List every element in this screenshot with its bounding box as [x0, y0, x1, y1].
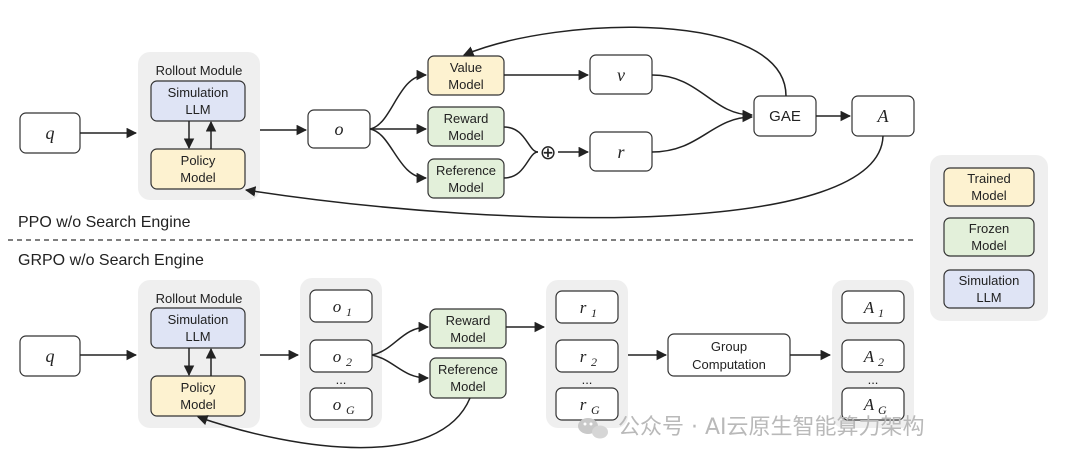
grpo-arrow-o2-reward	[371, 321, 430, 356]
grpo-policy-model-label-2: Model	[180, 397, 216, 412]
legend-simulation-label-1: Simulation	[959, 273, 1020, 288]
ppo-reward-model-label-2: Model	[448, 128, 484, 143]
grpo-rollout-title: Rollout Module	[156, 291, 243, 306]
ppo-query-label: q	[46, 123, 55, 143]
grpo-reference-model-box	[429, 357, 507, 399]
grpo-policy-model-label-1: Policy	[181, 380, 216, 395]
grpo-simulation-llm-label-1: Simulation	[168, 312, 229, 327]
ppo-reference-model-label-1: Reference	[436, 163, 496, 178]
grpo-r2-sub: 2	[591, 355, 597, 369]
grpo-A1-box	[841, 290, 905, 324]
grpo-reward-model-label-2: Model	[450, 330, 486, 345]
ppo-combine-symbol: ⊕	[540, 140, 557, 164]
grpo-o2-label: o	[333, 347, 342, 366]
ppo-simulation-llm-label-2: LLM	[185, 102, 210, 117]
ppo-simulation-llm-label-1: Simulation	[168, 85, 229, 100]
legend-simulation-label-2: LLM	[976, 290, 1001, 305]
ppo-reference-model-label-2: Model	[448, 180, 484, 195]
ppo-gae-label: GAE	[769, 108, 801, 125]
grpo-r1-sub: 1	[591, 306, 597, 320]
grpo-reward-model-box	[429, 308, 507, 349]
grpo-query-box	[19, 335, 81, 377]
legend-frozen-label-2: Model	[971, 238, 1007, 253]
grpo-r1-box	[555, 290, 619, 324]
ppo-arrow-reference-plus	[503, 151, 539, 179]
watermark-text: 公众号 · AI云原生智能算力架构	[618, 415, 925, 440]
grpo-r2-box	[555, 339, 619, 373]
ppo-policy-model-label-2: Model	[180, 170, 216, 185]
ppo-arrow-v-gae	[651, 74, 754, 121]
legend-frozen-label-1: Frozen	[969, 221, 1009, 236]
wechat-icon	[578, 418, 608, 439]
ppo-arrow-o-reference	[369, 128, 428, 184]
ppo-value-model-label-1: Value	[450, 60, 482, 75]
grpo-section-label: GRPO w/o Search Engine	[18, 252, 204, 269]
grpo-group-computation-label-1: Group	[711, 339, 747, 354]
ppo-arrow-r-gae	[651, 111, 754, 153]
grpo-rG-label: r	[580, 395, 587, 414]
grpo-AG-label: A	[863, 395, 875, 414]
ppo-rollout-title: Rollout Module	[156, 63, 243, 78]
ppo-arrow-reward-plus	[503, 126, 539, 153]
grpo-arrow-o2-reference	[371, 354, 430, 384]
grpo-arrow-reference-policy-feedback	[197, 397, 471, 449]
grpo-reference-model-label-1: Reference	[438, 362, 498, 377]
ppo-r-label: r	[617, 142, 625, 162]
ppo-v-label: v	[617, 65, 625, 85]
grpo-simulation-llm-box	[150, 307, 246, 349]
grpo-o1-label: o	[333, 297, 342, 316]
legend-trained-label-2: Model	[971, 188, 1007, 203]
grpo-rG-box	[555, 387, 619, 421]
grpo-group-computation-label-2: Computation	[692, 357, 766, 372]
ppo-arrow-gae-value-feedback	[463, 26, 787, 97]
grpo-o1-box	[309, 289, 373, 323]
legend-simulation-box	[943, 269, 1035, 309]
grpo-A1-sub: 1	[878, 306, 884, 320]
grpo-A1-label: A	[863, 298, 875, 317]
grpo-oG-sub: G	[346, 403, 355, 417]
grpo-outputs-ellipsis: ...	[336, 372, 347, 387]
grpo-oG-label: o	[333, 395, 342, 414]
grpo-advantages-ellipsis: ...	[868, 372, 879, 387]
grpo-AG-box	[841, 387, 905, 421]
legend-trained-label-1: Trained	[967, 171, 1011, 186]
ppo-section-label: PPO w/o Search Engine	[18, 214, 191, 231]
ppo-policy-model-box	[150, 148, 246, 190]
ppo-advantage-label: A	[877, 106, 890, 126]
grpo-reference-model-label-2: Model	[450, 379, 486, 394]
grpo-query-label: q	[46, 346, 55, 366]
ppo-simulation-llm-box	[150, 80, 246, 122]
ppo-arrow-o-value	[369, 69, 428, 130]
ppo-arrow-a-policy-feedback	[244, 135, 884, 219]
grpo-o2-box	[309, 339, 373, 373]
grpo-o2-sub: 2	[346, 355, 352, 369]
grpo-AG-sub: G	[878, 403, 887, 417]
grpo-r1-label: r	[580, 298, 587, 317]
ppo-policy-model-label-1: Policy	[181, 153, 216, 168]
grpo-oG-box	[309, 387, 373, 421]
grpo-r2-label: r	[580, 347, 587, 366]
grpo-rewards-ellipsis: ...	[582, 372, 593, 387]
legend-frozen-box	[943, 217, 1035, 257]
grpo-A2-box	[841, 339, 905, 373]
ppo-reward-model-label-1: Reward	[444, 111, 489, 126]
ppo-output-label: o	[335, 119, 344, 139]
grpo-A2-label: A	[863, 347, 875, 366]
ppo-value-model-label-2: Model	[448, 77, 484, 92]
grpo-o1-sub: 1	[346, 305, 352, 319]
legend-trained-box	[943, 167, 1035, 207]
grpo-simulation-llm-label-2: LLM	[185, 329, 210, 344]
grpo-rG-sub: G	[591, 403, 600, 417]
grpo-A2-sub: 2	[878, 355, 884, 369]
grpo-reward-model-label-1: Reward	[446, 313, 491, 328]
